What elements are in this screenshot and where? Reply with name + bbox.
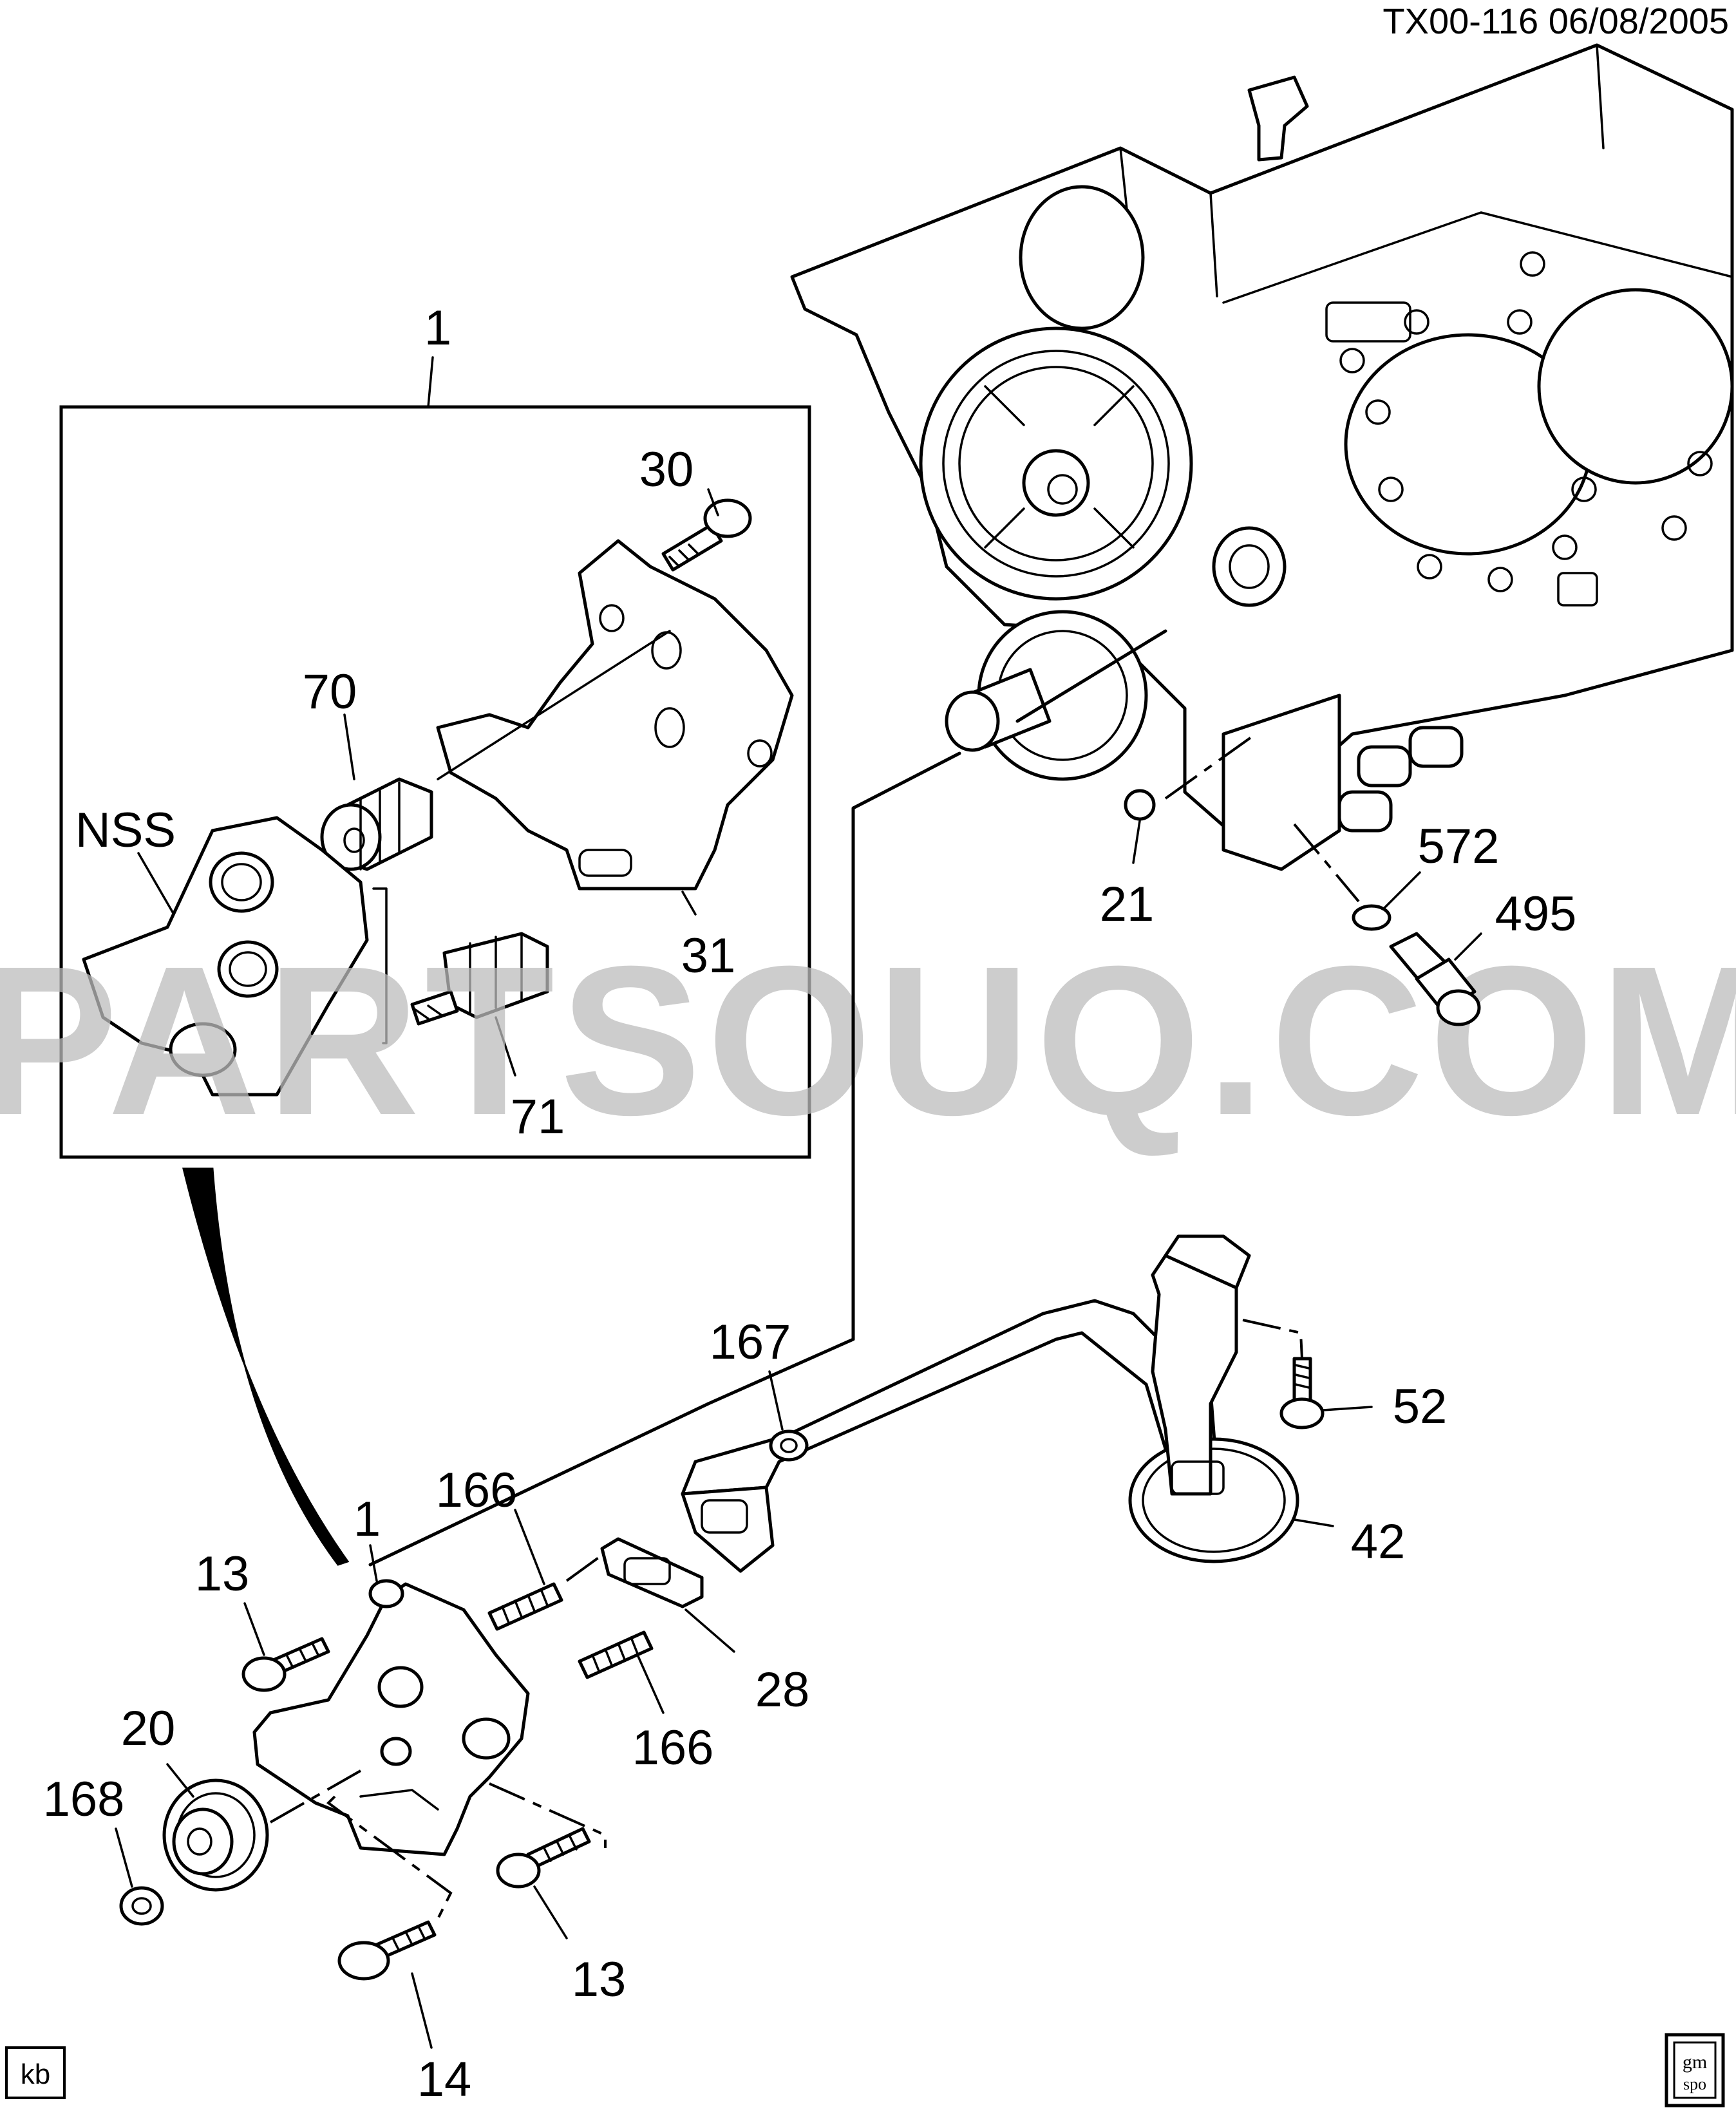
callout-71: 71 (511, 1089, 565, 1144)
drawing-id: TX00-116 06/08/2005 (1382, 1, 1729, 41)
engine-block (790, 43, 1734, 871)
callout-nss: NSS (75, 803, 176, 858)
callout-31: 31 (681, 929, 736, 983)
front-seal (1212, 526, 1287, 607)
callout-21: 21 (1100, 877, 1155, 932)
part-495-sensor (1389, 932, 1481, 1026)
callout-20: 20 (121, 1701, 176, 1756)
part-1-oil-pump-assembly (252, 1579, 530, 1856)
callout-28: 28 (755, 1663, 810, 1717)
part-168-nut (119, 1886, 164, 1926)
callout-168: 168 (43, 1772, 125, 1827)
dipstick-tube (1247, 75, 1309, 162)
kb-badge: kb (5, 2046, 66, 2099)
inset-box (59, 405, 811, 1159)
part-21-o-ring (1124, 789, 1156, 821)
callout-13-bottom: 13 (572, 1952, 627, 2007)
part-13-bolt-left (241, 1637, 330, 1692)
part-28-gasket (600, 1537, 704, 1608)
callout-572: 572 (1418, 819, 1500, 874)
callout-42: 42 (1351, 1514, 1406, 1569)
callout-14: 14 (417, 2052, 472, 2107)
part-166-stud-bottom (578, 1630, 654, 1679)
inset-pointer (182, 1167, 350, 1566)
cylinder-bore-3 (1537, 288, 1734, 485)
nss-pump-body (82, 816, 369, 1097)
gm-logo-top: gm (1683, 2051, 1707, 2073)
callout-495: 495 (1495, 887, 1577, 941)
watermark: PARTSOUQ.COM (0, 921, 1736, 1159)
part-572-washer (1352, 904, 1392, 931)
oil-galley-block (1222, 693, 1341, 871)
part-14-bolt (337, 1920, 437, 1981)
part-71-gear (410, 932, 549, 1026)
part-20-drive-gear (162, 1778, 269, 1892)
part-13-bolt-bottom (496, 1827, 591, 1889)
callout-52: 52 (1393, 1379, 1448, 1434)
part-31-pump-cover (436, 539, 794, 891)
cylinder-bore-1 (1019, 185, 1145, 330)
callout-30: 30 (639, 442, 694, 497)
part-70-gear (320, 777, 433, 871)
callout-166-bottom: 166 (632, 1721, 714, 1775)
callout-70: 70 (303, 665, 357, 719)
callout-leader-1-top (427, 356, 434, 408)
part-42-pickup-tube (681, 1234, 1299, 1573)
callout-1-bottom: 1 (354, 1492, 381, 1547)
gm-logo-bottom: spo (1683, 2075, 1706, 2093)
callout-1-top: 1 (424, 301, 451, 355)
callout-13-left: 13 (195, 1547, 250, 1601)
part-166-stud-top (487, 1582, 563, 1631)
part-52-bolt (1279, 1357, 1325, 1429)
kb-text: kb (21, 2059, 50, 2090)
assembly-leader (368, 751, 961, 1567)
part-30-bolt (661, 498, 752, 572)
gm-spo-logo: gm spo (1665, 2033, 1725, 2107)
part-167-nut (769, 1429, 809, 1462)
callout-167: 167 (710, 1315, 791, 1370)
callout-166-top: 166 (436, 1463, 518, 1518)
